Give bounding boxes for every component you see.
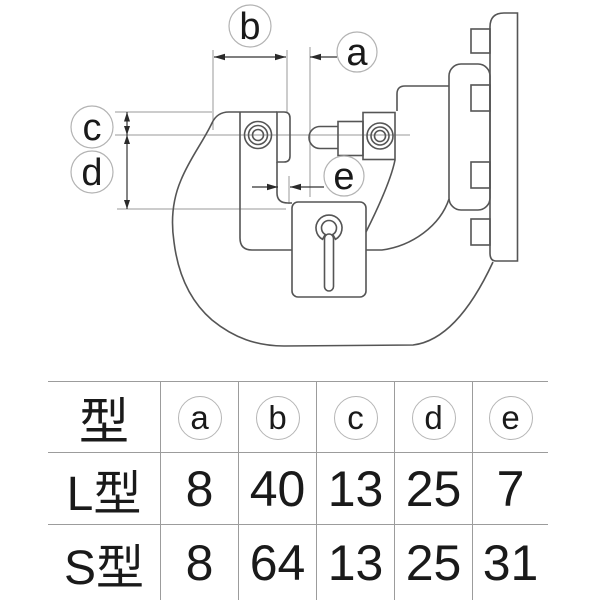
col-header-c-circle: c — [333, 396, 378, 440]
plate-tab — [470, 28, 491, 54]
body-outline — [171, 111, 494, 347]
dimension-labels: b a c d e — [70, 4, 378, 198]
arm-lower-edge — [365, 159, 396, 233]
arm-top-edge — [396, 85, 449, 111]
right-bolt-inner — [373, 129, 387, 143]
dim-label-e: e — [323, 155, 365, 198]
left-bolt-inner — [251, 128, 265, 142]
value-s-e: 31 — [472, 525, 548, 600]
value-s-b: 64 — [238, 525, 316, 600]
post-right-edge — [276, 162, 292, 204]
right-bolt-outer — [366, 122, 394, 150]
value-l-d: 25 — [394, 453, 472, 524]
pin-block — [362, 111, 396, 161]
col-header-b-text: b — [268, 399, 287, 436]
jaw-clip — [276, 111, 291, 163]
col-header-d: d — [394, 382, 472, 454]
back-plate — [489, 12, 519, 262]
dim-label-e-text: e — [333, 156, 354, 198]
keyhole-plate — [291, 201, 367, 298]
value-s-c: 13 — [316, 525, 394, 600]
value-l-a: 8 — [160, 453, 238, 524]
col-header-a-circle: a — [177, 396, 222, 440]
left-bolt-mid — [247, 124, 269, 146]
col-header-c: c — [316, 382, 394, 454]
dimension-lines — [126, 56, 337, 209]
col-header-a-text: a — [190, 399, 209, 436]
arrow-c-bottom — [124, 126, 130, 135]
dim-label-a-text: a — [346, 32, 368, 74]
col-header-b: b — [238, 382, 316, 454]
plate-tab — [470, 218, 491, 246]
table-row-s-type: S型 8 64 13 25 31 — [48, 524, 548, 600]
dim-label-d-text: d — [81, 152, 102, 194]
value-s-a: 8 — [160, 525, 238, 600]
pin-step — [337, 120, 364, 157]
clamp-body — [171, 111, 494, 347]
spec-table: 型 a b c d e L型 8 40 13 25 7 — [48, 381, 548, 600]
arrow-b-right — [275, 53, 286, 61]
plate-tab — [470, 161, 491, 189]
arrow-e-right — [290, 183, 301, 191]
col-header-b-circle: b — [255, 396, 300, 440]
col-header-e-text: e — [501, 399, 520, 436]
left-bolt-outer — [243, 120, 273, 150]
col-header-d-text: d — [424, 399, 443, 436]
inner-step-edge — [239, 112, 292, 251]
plate-tab — [470, 84, 491, 112]
dim-label-a: a — [336, 31, 378, 74]
dim-label-c-text: c — [83, 107, 102, 149]
pin-assembly — [308, 111, 396, 161]
keyhole-slot — [323, 233, 335, 292]
keyhole-plate-face — [291, 201, 367, 298]
table-row-l-type: L型 8 40 13 25 7 — [48, 452, 548, 524]
arrow-c-top — [124, 112, 130, 122]
col-header-a: a — [160, 382, 238, 454]
value-l-c: 13 — [316, 453, 394, 524]
col-header-type: 型 — [79, 394, 129, 450]
mount-plate-assembly — [365, 12, 519, 262]
reference-lines — [115, 47, 410, 210]
col-header-e: e — [472, 382, 548, 454]
arrow-a — [310, 53, 321, 61]
row-label-l-type: L型 — [66, 467, 142, 521]
body-to-plate-curve — [366, 198, 450, 251]
right-bolt-mid — [370, 126, 390, 146]
dim-label-b: b — [228, 4, 272, 48]
row-label-s-type: S型 — [63, 541, 145, 595]
arrow-d-bottom — [124, 200, 130, 209]
value-s-d: 25 — [394, 525, 472, 600]
col-header-d-circle: d — [411, 396, 456, 440]
dim-label-d: d — [70, 150, 114, 194]
keyhole-ring — [315, 214, 343, 241]
table-header-row: 型 a b c d e — [48, 381, 548, 454]
pin-tip — [308, 125, 338, 150]
arrow-e-left — [267, 183, 278, 191]
arrow-d-top — [124, 135, 130, 144]
col-header-e-circle: e — [488, 396, 533, 440]
arrow-b-left — [214, 53, 225, 61]
value-l-e: 7 — [472, 453, 548, 524]
dim-label-c: c — [70, 105, 114, 149]
middle-plate — [448, 63, 491, 211]
dim-label-b-text: b — [239, 6, 260, 48]
clamp-technical-drawing: b a c d e — [70, 4, 519, 347]
value-l-b: 40 — [238, 453, 316, 524]
dimension-arrows — [124, 53, 321, 209]
col-header-c-text: c — [347, 399, 364, 436]
